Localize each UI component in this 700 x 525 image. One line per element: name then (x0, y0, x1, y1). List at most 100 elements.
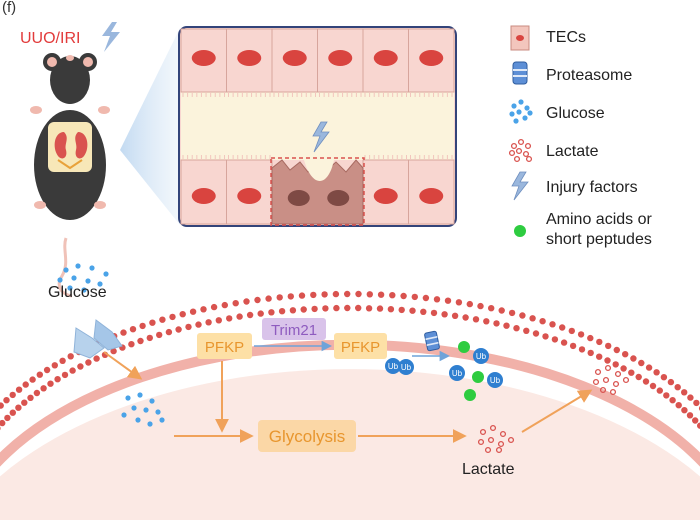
lipid-head (232, 300, 239, 307)
lipid-head (146, 334, 153, 342)
lipid-head (488, 305, 495, 312)
lipid-head (587, 334, 594, 342)
lipid-head (169, 313, 176, 321)
lipid-head (686, 412, 694, 419)
lactate-dot (515, 147, 523, 155)
lipid-head (635, 373, 642, 381)
ub-bubble-5 (487, 372, 503, 388)
glucose-dot (516, 109, 522, 115)
glucose-dot (89, 265, 95, 271)
glucose-dot (143, 407, 149, 413)
lactate-dot (477, 438, 485, 446)
proteasome-icon (512, 61, 528, 85)
lipid-head (612, 361, 619, 368)
lipid-head (236, 313, 243, 320)
model-label: UUO/IRI (20, 30, 80, 47)
lactate-dot (508, 149, 516, 157)
lipid-head (669, 397, 676, 404)
lipid-head (333, 304, 340, 312)
lipid-head (179, 311, 186, 318)
glucose-dot (527, 110, 533, 116)
ub-bubble-4 (449, 365, 465, 381)
lipid-head (638, 359, 645, 367)
tubule-lumen (181, 92, 454, 160)
lipid-head (411, 293, 418, 301)
lactate-efflux-arrow (521, 389, 593, 433)
legend-item-injury: Injury factors (511, 171, 638, 201)
tec-nucleus (373, 50, 398, 66)
lipid-head (15, 404, 22, 411)
injury-dashed-outline (270, 157, 365, 226)
lipid-head (560, 339, 568, 346)
lipid-head (513, 325, 520, 332)
lipid-head (321, 291, 328, 298)
lipid-head (85, 359, 92, 366)
legend-label-glucose: Glucose (546, 105, 605, 122)
injury-gap (304, 160, 334, 181)
lipid-head (539, 318, 546, 325)
lipid-head (389, 292, 396, 299)
lipid-head (483, 318, 490, 325)
lipid-head (93, 355, 100, 362)
legend-label-proteasome: Proteasome (546, 67, 632, 84)
glucose-dot (125, 395, 131, 401)
lipid-head (653, 369, 660, 376)
lactate-dot (602, 376, 610, 384)
injury-factor-icon (511, 171, 529, 201)
amino-acid-icon (514, 225, 526, 237)
lipid-head (36, 371, 43, 378)
amino-acid-dot-3 (464, 389, 476, 401)
lipid-head (322, 305, 329, 312)
proteasome-icon-cell (424, 330, 440, 352)
mouse-head (50, 56, 90, 104)
ub-label-2: Ub (401, 363, 412, 372)
lactate-dot (499, 430, 507, 438)
lipid-head (195, 321, 202, 328)
lipid-head (587, 349, 594, 357)
lipid-head (433, 296, 441, 303)
glucose-dot (81, 287, 87, 293)
ub-label-3: Ub (476, 352, 487, 361)
lipid-head (693, 399, 700, 407)
mouse-illustration (30, 53, 110, 298)
lipid-head (185, 323, 192, 331)
mouse-paw-front-left (30, 106, 42, 114)
lipid-head (420, 308, 427, 315)
lactate-dot (479, 428, 487, 436)
ub-label-1: Ub (388, 362, 399, 371)
lipid-head (551, 336, 559, 343)
proteasome-cell-band-2 (426, 341, 439, 346)
lipid-head (628, 369, 635, 376)
glucose-dot (524, 105, 530, 111)
legend-item-glucose: Glucose (509, 99, 605, 124)
lipid-head (697, 422, 700, 429)
lipid-head (493, 320, 500, 327)
legend-label-tecs: TECs (546, 29, 586, 46)
lactate-dot (614, 370, 622, 378)
lipid-head (472, 316, 480, 323)
lipid-head (681, 389, 688, 396)
glucose-dot (63, 267, 69, 273)
legend-item-tecs: TECs (510, 25, 586, 51)
panel-label: (f) (2, 0, 16, 16)
glycolysis-label: Glycolysis (269, 427, 346, 446)
pfkp-label-left: PFKP (205, 339, 244, 356)
lactate-dot (594, 368, 602, 376)
mouse-ear-inner-left (47, 57, 57, 67)
lactate-dot (510, 142, 518, 150)
intracellular-lactate-dots (477, 424, 515, 454)
lipid-head (332, 290, 340, 298)
lipid-head (568, 327, 575, 335)
glucose-dot (85, 278, 91, 284)
magnification-beam (120, 28, 180, 225)
glucose-dot (57, 277, 63, 283)
lipid-head (366, 291, 373, 298)
tec-nucleus (419, 188, 444, 204)
lipid-head (67, 353, 74, 360)
injured-nucleus-2 (327, 190, 350, 206)
glucose-dot (137, 392, 143, 398)
lipid-head (377, 291, 385, 298)
lipid-head (355, 290, 362, 298)
lipid-head (221, 301, 228, 309)
lactate-dot (592, 378, 600, 386)
